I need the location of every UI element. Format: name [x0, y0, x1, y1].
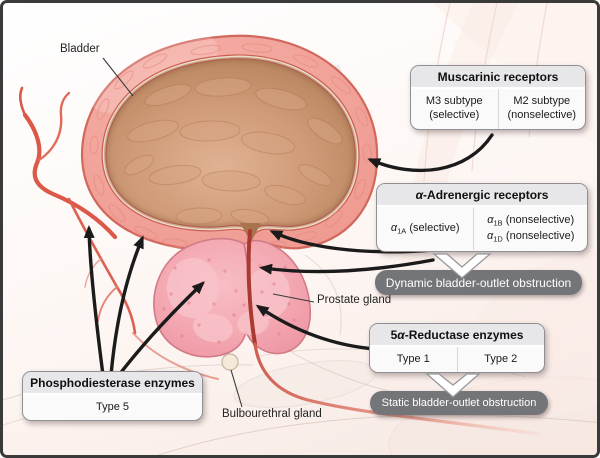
bulbourethral-pointer-line: [230, 369, 243, 408]
reductase-box-title: 5α-Reductase enzymes: [370, 324, 544, 347]
arrow-reductase-to-prostate: [255, 304, 377, 351]
static-obstruction-badge: Static bladder-outlet obstruction: [370, 391, 548, 415]
muscarinic-box-title: Muscarinic receptors: [411, 66, 585, 89]
alpha-1a-cell: α1A (selective): [390, 221, 460, 236]
m3-subtype-cell: M3 subtype(selective): [425, 95, 483, 122]
type1-cell: Type 1: [396, 353, 430, 365]
urethra-illustration: [246, 229, 540, 436]
alpha-adrenergic-receptors-box: α-Adrenergic receptors α1A (selective) α…: [376, 183, 588, 252]
bladder-illustration: [80, 32, 379, 252]
bulbourethral-gland-label: Bulbourethral gland: [222, 408, 322, 420]
bulbourethral-gland-illustration: [221, 353, 239, 371]
arrow-muscarinic-to-bladder: [367, 133, 494, 173]
label-pointer-lines: [102, 57, 315, 408]
phosphodiesterase-box-title: Phosphodiesterase enzymes: [23, 372, 202, 395]
adrenergic-box-title: α-Adrenergic receptors: [377, 184, 587, 207]
phosphodiesterase-enzymes-box: Phosphodiesterase enzymes Type 5: [22, 371, 203, 422]
bladder-pointer-line: [102, 57, 134, 97]
arrow-phospho-to-vessels: [83, 225, 105, 377]
prostate-gland-label: Prostate gland: [317, 294, 392, 306]
bladder-label: Bladder: [60, 43, 100, 55]
alpha-1b-1d-cell: α1B (nonselective) α1D (nonselective): [473, 208, 587, 250]
muscarinic-receptors-box: Muscarinic receptors M3 subtype(selectiv…: [410, 65, 586, 130]
arrow-adrenergic-to-prostate: [259, 258, 435, 275]
type5-cell: Type 5: [95, 401, 130, 413]
prostate-pointer-line: [272, 293, 315, 303]
reductase-enzymes-box: 5α-Reductase enzymes Type 1 Type 2: [369, 323, 545, 374]
arrow-phospho-to-bladder-wall: [109, 235, 144, 377]
m2-subtype-cell: M2 subtype(nonselective): [497, 89, 586, 129]
prostate-illustration: [153, 237, 311, 358]
type2-cell: Type 2: [456, 347, 545, 373]
dynamic-obstruction-badge: Dynamic bladder-outlet obstruction: [375, 270, 582, 295]
arrow-phospho-to-prostate: [117, 281, 205, 377]
